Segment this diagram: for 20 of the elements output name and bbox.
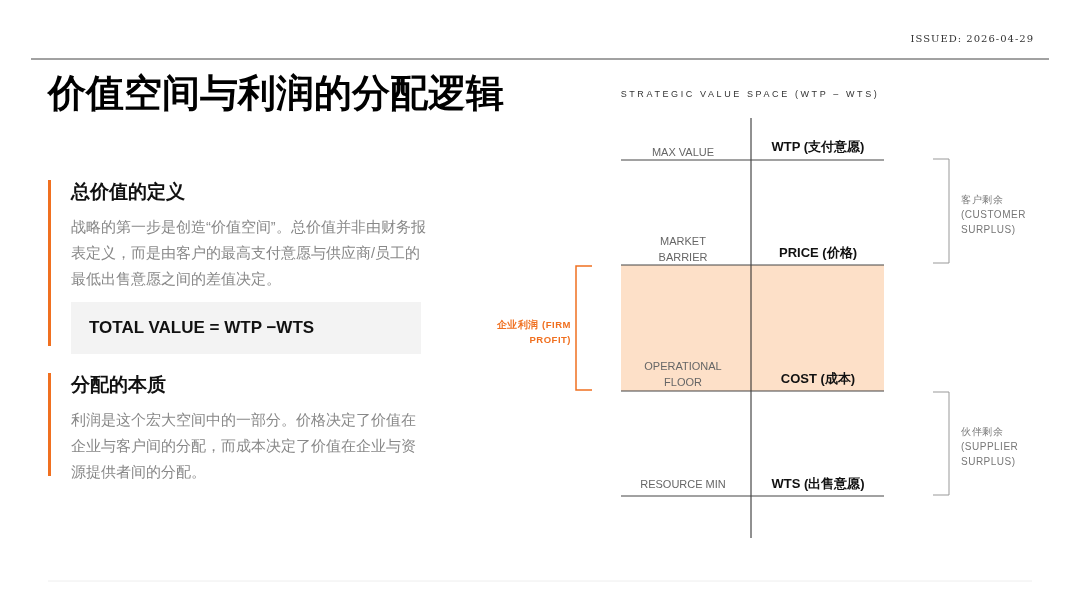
issue-date: ISSUED: 2026-04-29 [909, 33, 1034, 44]
level-label: WTS (出售意愿) [770, 475, 866, 493]
level-name: OPERATIONAL FLOOR [643, 359, 723, 390]
section-heading: 总价值的定义 [71, 180, 186, 204]
slide-title: 价值空间与利润的分配逻辑 [48, 70, 504, 116]
profit-band [621, 265, 884, 391]
level-label: PRICE (价格) [778, 244, 858, 262]
level-name: RESOURCE MIN [639, 477, 727, 492]
bracket-label: 企业利润 (FIRM PROFIT) [495, 318, 571, 347]
bracket-label: 伙伴剩余 (SUPPLIER SURPLUS) [961, 425, 1020, 469]
section-heading: 分配的本质 [71, 373, 167, 397]
level-name: MARKET BARRIER [657, 234, 709, 265]
section-text: 利润是这个宏大空间中的一部分。价格决定了价值在企业与客户间的分配，而成本决定了价值在企业与资源提供者间的分配。 [71, 411, 417, 482]
section-text: 战略的第一步是创造“价值空间”。总价值并非由财务报表定义，而是由客户的最高支付意愿与供应商/员工的最低出售意愿之间的差值决定。 [71, 218, 427, 289]
chart-title: STRATEGIC VALUE SPACE (WTP – WTS) [619, 89, 881, 99]
bracket-label: 客户剩余 (CUSTOMER SURPLUS) [961, 193, 1027, 237]
level-label: WTP (支付意愿) [770, 138, 866, 156]
formula-box: TOTAL VALUE = WTP −WTS [71, 302, 421, 354]
level-name: MAX VALUE [650, 145, 716, 160]
level-label: COST (成本) [779, 370, 857, 388]
